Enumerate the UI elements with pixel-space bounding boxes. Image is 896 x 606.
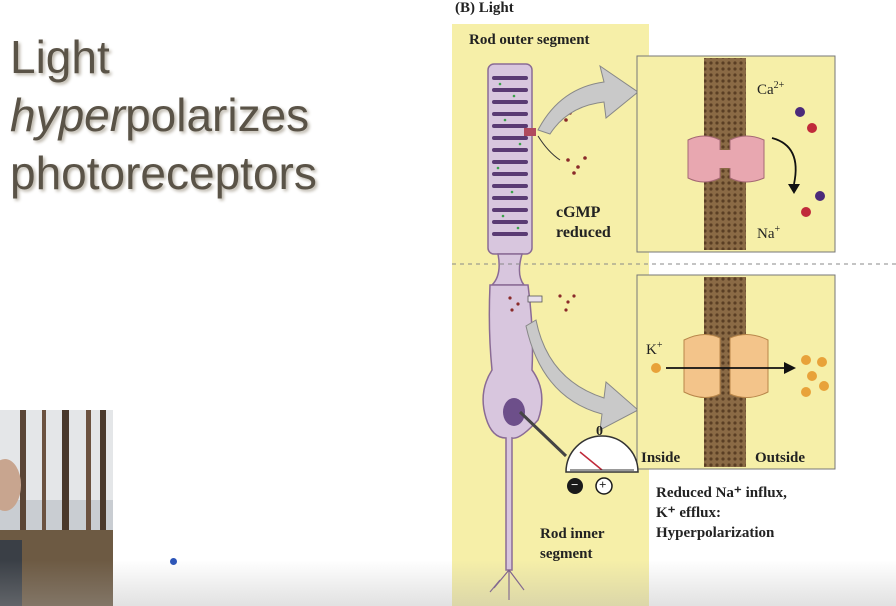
voltmeter <box>565 435 639 473</box>
ca-label: Ca2+ <box>757 80 784 99</box>
meter-zero-label: 0 <box>596 424 603 439</box>
rod-outer-segment <box>487 63 533 255</box>
ca-charge: 2+ <box>773 80 785 91</box>
electrode <box>518 410 568 458</box>
meter-minus-terminal <box>567 478 583 494</box>
na-ion-top <box>807 123 817 133</box>
cgmp-channel <box>687 135 721 183</box>
title-italic-word: hyper <box>10 89 126 141</box>
rod-outer-segment-label: Rod outer segment <box>469 32 590 48</box>
presenter-video-image <box>0 410 113 606</box>
meter-minus-label: − <box>571 477 579 492</box>
slide-title: Light hyperpolarizes photoreceptors <box>10 28 430 202</box>
rod-inner-segment <box>482 284 543 571</box>
voltmeter-needle <box>579 451 603 471</box>
caption-line3: Hyperpolarization <box>656 525 775 541</box>
pointer-dot <box>170 558 177 565</box>
caption-line1: Reduced Na⁺ influx, <box>656 485 787 501</box>
caption-line2: K⁺ efflux: <box>656 505 721 521</box>
meter-plus-terminal <box>595 477 613 495</box>
k-symbol: K <box>646 342 657 358</box>
rod-inner-segment-label: Rod inner segment <box>540 524 605 564</box>
k-charge: + <box>656 340 663 351</box>
k-label: K+ <box>646 340 662 359</box>
k-ion-inside <box>651 363 661 373</box>
outside-label: Outside <box>755 450 806 466</box>
cgmp-dots <box>496 82 522 230</box>
na-symbol: Na <box>757 226 775 242</box>
presenter-video <box>0 410 113 606</box>
caption: Reduced Na⁺ influx, K⁺ efflux: Hyperpola… <box>656 483 787 543</box>
ca-ion-bottom <box>815 191 825 201</box>
outer-channel <box>524 128 536 136</box>
title-line-2: hyperpolarizes <box>10 86 430 144</box>
synaptic-terminal <box>489 569 525 600</box>
panel-label: (B) Light <box>455 0 514 16</box>
title-line-3: photoreceptors <box>10 147 317 199</box>
meter-plus-label: + <box>599 477 607 492</box>
ca-ion-top <box>795 107 805 117</box>
nucleus <box>503 398 525 426</box>
cgmp-label: cGMP reduced <box>556 203 611 243</box>
rod-inner-line1: Rod inner <box>540 526 605 542</box>
na-label: Na+ <box>757 224 780 243</box>
na-charge: + <box>774 224 781 235</box>
title-word-rest: polarizes <box>125 89 310 141</box>
cgmp-label-line1: cGMP <box>556 204 601 221</box>
k-channel <box>683 334 721 398</box>
ca-symbol: Ca <box>757 82 774 98</box>
na-ion-bottom <box>801 207 811 217</box>
ion-dots-inner <box>508 294 576 312</box>
cgmp-label-line2: reduced <box>556 224 611 241</box>
rod-discs <box>492 76 528 236</box>
zoom-arrow-bottom <box>525 319 639 431</box>
rod-inner-line2: segment <box>540 546 593 562</box>
inside-label: Inside <box>641 450 681 466</box>
title-line-1: Light <box>10 31 110 83</box>
